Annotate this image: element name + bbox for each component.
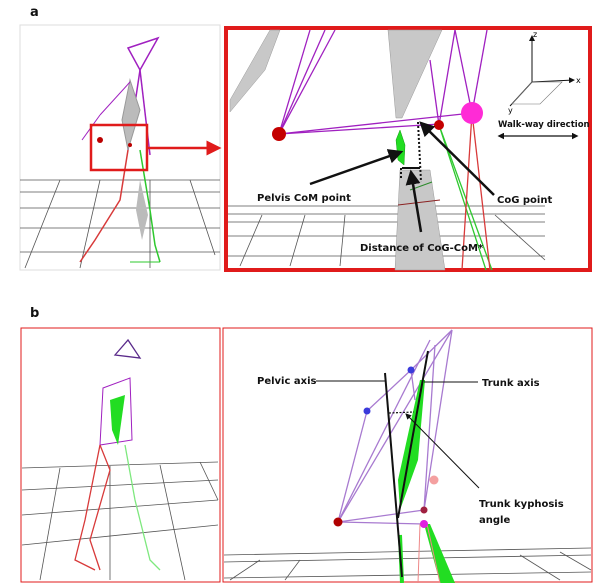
pelvic-axis-line [384, 372, 403, 578]
cog-label: CoG point [497, 195, 552, 206]
panel-a-overview [19, 24, 222, 271]
floor-grid [20, 179, 220, 269]
axis-x-label: x [576, 76, 581, 85]
pelvic-axis-label: Pelvic axis [257, 376, 317, 387]
axis-gizmo: z x y [508, 30, 581, 115]
panel-b-overview [20, 327, 221, 583]
kyphosis-angle-arc [388, 411, 415, 414]
distance-label: Distance of CoG-CoM* [360, 243, 484, 254]
panel-b-zoomed-view: Pelvic axis Trunk axis Trunk kyphosis an… [222, 327, 593, 583]
trunk-axis-line [397, 350, 429, 519]
hip-marker [272, 127, 286, 141]
panel-a-zoomed-view: Pelvis CoM point CoG point Distance of C… [224, 26, 592, 272]
floor-grid-zoomed [228, 205, 546, 267]
kyphosis-label-line2: angle [479, 515, 510, 526]
marker [434, 120, 444, 130]
pelvis-com-label: Pelvis CoM point [257, 193, 351, 204]
cog-marker [461, 102, 483, 124]
walkway-label: Walk-way direction [498, 120, 590, 130]
kyphosis-label-line1: Trunk kyphosis [479, 499, 564, 510]
axis-z-label: z [533, 30, 537, 39]
panel-a-label: a [30, 5, 39, 20]
axis-y-label: y [508, 106, 513, 115]
panel-b-label: b [30, 306, 39, 321]
trunk-axis-label: Trunk axis [482, 378, 540, 389]
skeleton-figure [79, 36, 161, 263]
